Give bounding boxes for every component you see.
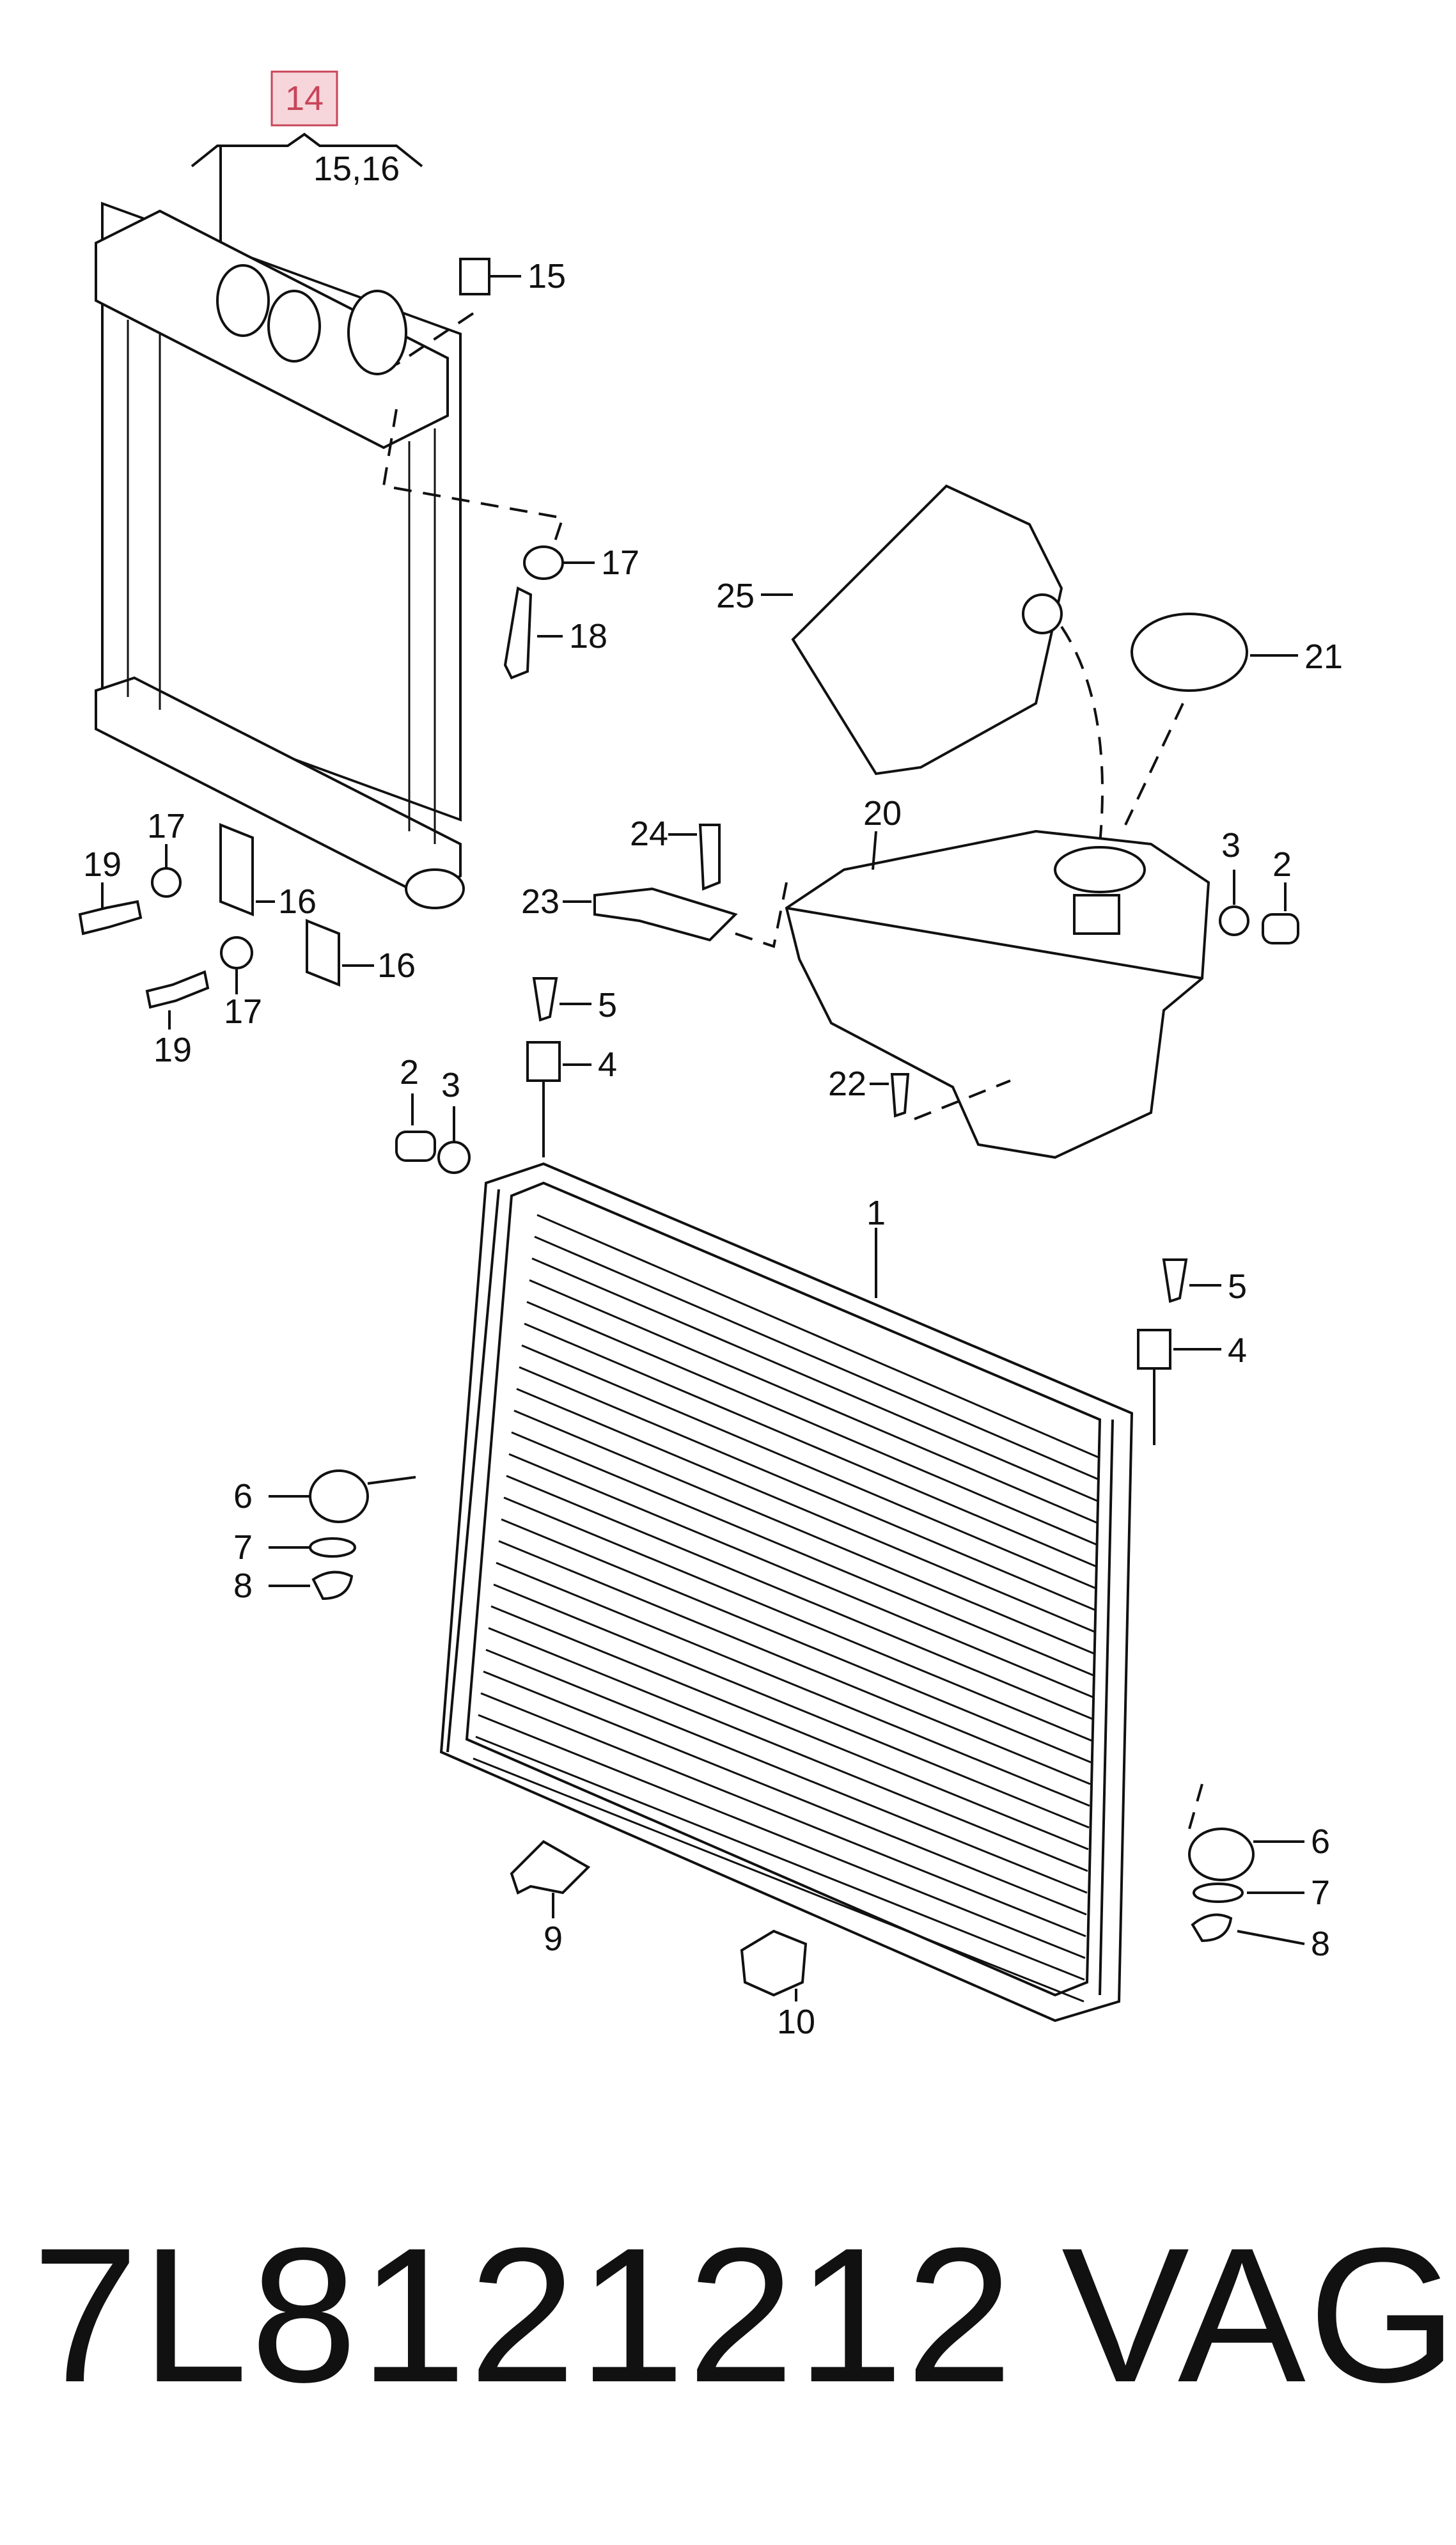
bolt-5-upper bbox=[532, 977, 558, 1022]
clip-15 bbox=[459, 258, 490, 295]
radiator-fin bbox=[501, 1518, 1092, 1764]
radiator-fin bbox=[508, 1453, 1093, 1698]
callout-6-left: 6 bbox=[233, 1477, 253, 1515]
grommet-17-left bbox=[151, 867, 182, 898]
callout-7-right: 7 bbox=[1311, 1874, 1330, 1912]
coolant-canister-25 bbox=[791, 484, 1063, 776]
bolt-18 bbox=[503, 586, 533, 680]
washer-7-left bbox=[309, 1537, 356, 1558]
grommet-17-bottom bbox=[220, 936, 253, 969]
radiator-fin bbox=[534, 1235, 1100, 1481]
bolt-24 bbox=[698, 824, 721, 891]
radiator-fin bbox=[473, 1757, 1084, 2003]
radiator-fin bbox=[506, 1475, 1093, 1720]
radiator-fin bbox=[519, 1366, 1096, 1611]
callout-5-upper: 5 bbox=[598, 986, 617, 1024]
radiator-fin bbox=[496, 1562, 1090, 1807]
callout-1: 1 bbox=[866, 1194, 886, 1232]
grommet-10 bbox=[740, 1929, 808, 1997]
hose-plug-2-right bbox=[1262, 913, 1299, 944]
callout-17-bottom: 17 bbox=[224, 992, 262, 1031]
clip-8-left bbox=[311, 1570, 354, 1601]
bolt-19-top bbox=[78, 900, 143, 936]
radiator-fin bbox=[483, 1670, 1087, 1916]
bracket-16-bottom bbox=[306, 919, 340, 987]
callout-24: 24 bbox=[630, 815, 668, 853]
callout-9: 9 bbox=[544, 1920, 563, 1958]
callout-2-left: 2 bbox=[400, 1053, 419, 1092]
radiator-fin bbox=[480, 1692, 1086, 1938]
callout-8-right: 8 bbox=[1311, 1925, 1330, 1963]
callout-19-bottom: 19 bbox=[153, 1031, 192, 1069]
callout-10: 10 bbox=[777, 2003, 815, 2041]
callout-22: 22 bbox=[828, 1065, 866, 1103]
main-radiator-1 bbox=[439, 1162, 1134, 2023]
callout-4-upper: 4 bbox=[598, 1045, 617, 1084]
mount-4-upper bbox=[526, 1041, 561, 1082]
callout-21: 21 bbox=[1304, 638, 1343, 676]
callout-25: 25 bbox=[716, 577, 755, 615]
radiator-fin bbox=[490, 1605, 1089, 1851]
radiator-fin bbox=[516, 1388, 1095, 1633]
radiator-fin bbox=[531, 1257, 1099, 1503]
brand-name: VAG bbox=[1061, 2207, 1456, 2422]
mount-4-right bbox=[1137, 1329, 1171, 1370]
callout-7-left: 7 bbox=[233, 1528, 253, 1567]
radiator-fin bbox=[521, 1344, 1097, 1590]
radiator-fin bbox=[493, 1583, 1090, 1829]
hose-clamp-3-right bbox=[1219, 905, 1249, 936]
callout-4-right: 4 bbox=[1228, 1331, 1247, 1370]
radiator-fin bbox=[475, 1735, 1085, 1981]
radiator-fin bbox=[513, 1409, 1095, 1655]
callout-19-top: 19 bbox=[83, 845, 121, 884]
sensor-bracket-23 bbox=[593, 887, 738, 942]
hose-clamp-3-left bbox=[437, 1141, 471, 1174]
radiator-fin bbox=[536, 1214, 1100, 1459]
bolt-22 bbox=[890, 1073, 910, 1118]
grommet-17 bbox=[523, 545, 564, 580]
bolt-19-bottom bbox=[145, 970, 210, 1009]
callout-18: 18 bbox=[569, 617, 607, 655]
callout-2-right: 2 bbox=[1272, 845, 1292, 884]
radiator-fin bbox=[503, 1496, 1092, 1742]
part-number: 7L8121212 bbox=[32, 2207, 1015, 2422]
radiator-fin bbox=[511, 1431, 1094, 1677]
washer-7-right bbox=[1193, 1883, 1244, 1903]
rubber-mount-6-right bbox=[1188, 1828, 1255, 1881]
filler-cap-21 bbox=[1131, 613, 1248, 692]
callout-17-top: 17 bbox=[601, 544, 639, 582]
radiator-fin bbox=[498, 1540, 1091, 1785]
bracket-16-top bbox=[219, 823, 254, 916]
radiator-fin bbox=[529, 1279, 1099, 1524]
radiator-fin bbox=[526, 1301, 1098, 1546]
bolt-5-right bbox=[1162, 1258, 1188, 1303]
callout-17-left: 17 bbox=[147, 807, 185, 845]
callout-8-left: 8 bbox=[233, 1567, 253, 1605]
hose-plug-2-left bbox=[395, 1131, 436, 1162]
clip-9 bbox=[510, 1840, 591, 1895]
radiator-fin bbox=[488, 1627, 1088, 1872]
callout-20: 20 bbox=[863, 794, 902, 833]
radiator-fin bbox=[485, 1648, 1088, 1894]
auxiliary-radiator bbox=[95, 201, 465, 909]
radiator-fin bbox=[478, 1714, 1086, 1959]
expansion-tank-20 bbox=[785, 829, 1210, 1159]
callout-16-bottom: 16 bbox=[377, 946, 416, 985]
radiator-fin bbox=[524, 1322, 1097, 1568]
callout-23: 23 bbox=[521, 882, 560, 921]
callout-14-highlight bbox=[270, 70, 338, 127]
callout-14: 14 bbox=[285, 79, 324, 118]
callout-3-right: 3 bbox=[1221, 826, 1241, 865]
callout-15: 15 bbox=[528, 257, 566, 295]
callout-16-top: 16 bbox=[278, 882, 317, 921]
callout-15-16: 15,16 bbox=[313, 150, 400, 188]
clip-8-right bbox=[1191, 1913, 1233, 1943]
callout-5-right: 5 bbox=[1228, 1267, 1247, 1306]
rubber-mount-6-left bbox=[309, 1469, 369, 1523]
callout-3-left: 3 bbox=[441, 1066, 460, 1104]
callout-6-right: 6 bbox=[1311, 1822, 1330, 1861]
